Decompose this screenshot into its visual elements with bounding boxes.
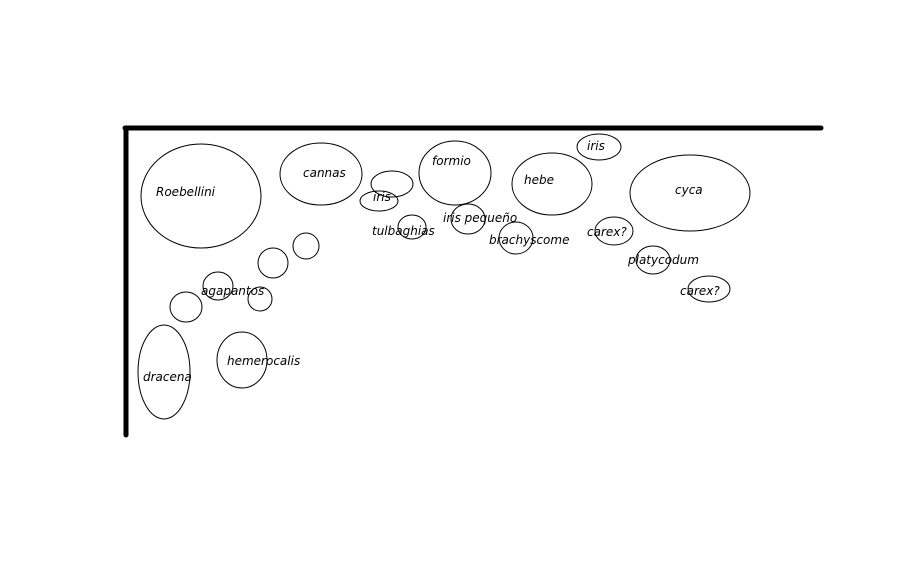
shrub-circle-1: [292, 232, 320, 260]
label-roebellini: Roebellini: [156, 185, 216, 199]
carex-upper-circle: [594, 216, 634, 246]
label-iris-pequeno: iris pequeño: [443, 211, 517, 225]
label-hebe: hebe: [524, 173, 554, 187]
carex-lower-circle: [687, 275, 731, 303]
cyca-circle: [629, 154, 751, 232]
tulbaghias-circle: [397, 214, 427, 240]
formio-circle: [418, 140, 492, 206]
label-platycodum: platycodum: [627, 253, 699, 267]
label-agapantos: agapantos: [201, 284, 264, 298]
label-brachyscome: brachyscome: [489, 233, 569, 247]
shrub-circle-2: [257, 247, 289, 279]
shrub-circle-3: [169, 291, 203, 323]
dracena-circle: [137, 324, 191, 420]
label-iris-upper: iris: [587, 139, 605, 153]
label-formio: formio: [432, 154, 471, 168]
label-tulbaghias: tulbaghias: [372, 224, 435, 238]
agapantos-circle-small: [247, 286, 273, 312]
iris-upper-circle: [576, 133, 622, 161]
label-dracena: dracena: [143, 370, 192, 384]
platycodum-circle: [635, 245, 671, 275]
iris-pequeno-circle: [450, 203, 486, 235]
iris-circle: [359, 190, 399, 212]
label-carex-lower: carex?: [680, 284, 720, 298]
brachyscome-circle: [498, 221, 534, 255]
label-carex-upper: carex?: [587, 225, 627, 239]
hemerocalis-circle: [216, 331, 268, 389]
label-hemerocalis: hemerocalis: [227, 354, 300, 368]
label-cannas: cannas: [303, 166, 346, 180]
cannas-circle: [279, 142, 363, 206]
agapantos-circle: [202, 271, 234, 301]
hebe-circle: [511, 152, 593, 216]
label-cyca: cyca: [675, 183, 703, 197]
label-iris: iris: [373, 190, 391, 204]
roebellini-circle: [140, 143, 262, 249]
iris-small-circle: [370, 170, 414, 198]
